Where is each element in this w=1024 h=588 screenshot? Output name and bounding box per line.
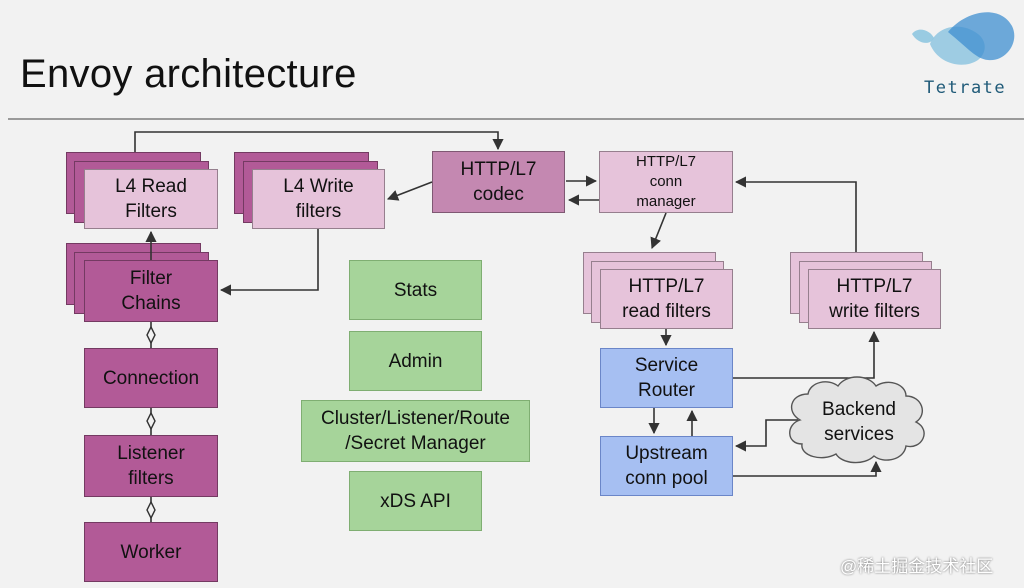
title-divider [8,118,1024,120]
arrow-l4read-to-codec [134,131,504,152]
http-conn-manager-line1: HTTP/L7 [635,153,696,170]
stats-label: Stats [393,279,438,301]
admin-label: Admin [388,350,443,372]
cluster-manager-line2: /Secret Manager [345,433,486,454]
diamond-connector-2 [146,411,156,431]
listener-filters-line2: filters [128,468,174,489]
http-write-line2: write filters [829,301,920,322]
stats-box: Stats [349,260,482,320]
service-router-line1: Service [634,355,699,376]
brand-name: Tetrate [924,78,1007,98]
cluster-manager-line1: Cluster/Listener/Route [320,408,511,429]
arrow-connmgr-to-readfilters [650,212,667,250]
admin-box: Admin [349,331,482,391]
l4-read-line2: Filters [125,201,177,222]
arrow-l4write-to-filterchains [219,229,319,296]
http-read-line1: HTTP/L7 [628,276,705,297]
backend-services-line1: Backend [822,399,896,420]
l4-read-line1: L4 Read [115,176,187,197]
slide-title: Envoy architecture [20,52,357,96]
http-write-line1: HTTP/L7 [836,276,913,297]
arrow-backend-to-pool [734,419,798,452]
listener-filters-box: Listener filters [84,435,218,497]
upstream-pool-line1: Upstream [625,443,708,464]
http-read-line2: read filters [622,301,711,322]
http-conn-manager-line2: conn [649,173,683,190]
diamond-connector-1 [146,325,156,345]
http-codec-line1: HTTP/L7 [460,159,537,180]
connection-label: Connection [102,367,200,389]
upstream-pool-box: Upstream conn pool [600,436,733,496]
backend-services-label: Backend services [800,392,918,452]
backend-cloud-shape [789,376,925,464]
arrow-codec-to-l4write [386,181,433,201]
http-conn-manager-box: HTTP/L7 conn manager [599,151,733,213]
arrow-pool-to-backend [733,460,882,477]
http-codec-box: HTTP/L7 codec [432,151,565,213]
connection-box: Connection [84,348,218,408]
watermark-text: @稀土掘金技术社区 [840,557,994,576]
http-read-filters-box: HTTP/L7 read filters [600,269,733,329]
arrow-writefilters-to-connmgr [734,176,857,252]
l4-write-line1: L4 Write [283,176,354,197]
arrow-router-to-writefilters [733,330,880,379]
filter-chains-line2: Chains [121,293,181,314]
service-router-line2: Router [637,380,695,401]
backend-services-line2: services [824,424,894,445]
l4-write-filters-box: L4 Write filters [252,169,385,229]
upstream-pool-line2: conn pool [625,468,708,489]
worker-box: Worker [84,522,218,582]
xds-api-box: xDS API [349,471,482,531]
listener-filters-line1: Listener [117,443,185,464]
http-write-filters-box: HTTP/L7 write filters [808,269,941,329]
xds-api-label: xDS API [380,490,451,512]
l4-write-line2: filters [295,201,342,222]
diamond-connector-3 [146,500,156,520]
worker-label: Worker [120,541,182,563]
filter-chains-line1: Filter [129,268,173,289]
http-codec-line2: codec [473,184,524,205]
http-conn-manager-line3: manager [636,193,696,210]
tetrate-logo-icon [912,12,1015,65]
cluster-manager-box: Cluster/Listener/Route/Secret Manager [301,400,530,462]
